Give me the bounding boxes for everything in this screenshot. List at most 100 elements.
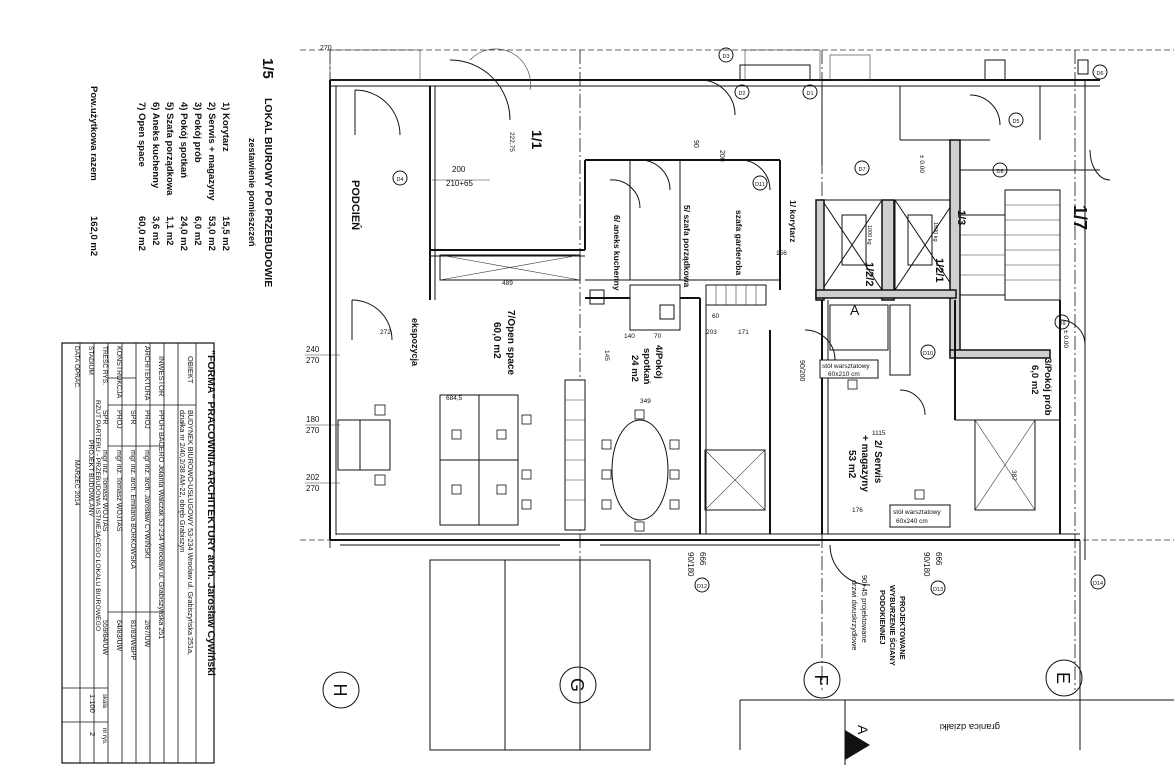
dim: 90/200 (798, 360, 805, 382)
legend-room-area: 60,0 m2 (136, 216, 147, 251)
investor-label: INWESTOR (157, 356, 166, 397)
door-tag: D11 (755, 182, 765, 188)
legend-room-name: 1) Korytarz (220, 102, 231, 152)
dim: 666 (698, 552, 707, 566)
legend-room-area: 3,6 m2 (150, 216, 161, 246)
room-label-meeting: 4/Pokój (653, 345, 664, 379)
room-label-test-room-area: 6,0 m2 (1029, 365, 1040, 395)
note-plot-boundary: granica działki (940, 721, 1000, 732)
note-doors-2: drzwi dwuskrzydłowe (850, 580, 859, 650)
axis-label-g: G (567, 678, 587, 692)
object-line1: BUDYNEK BIUROWO-USŁUGOWY 53-234 Wrocław … (186, 410, 195, 655)
workbench-1 (819, 359, 879, 379)
date-value: MARZEC 2014 (73, 460, 80, 506)
door-tag: D13 (933, 587, 943, 593)
legend-number: 1/5 (259, 58, 276, 79)
section-label: A (855, 725, 871, 735)
dim: 145 (603, 350, 610, 361)
role: SPR (129, 410, 136, 424)
walls (329, 49, 1100, 560)
door-tag: D6 (1096, 71, 1103, 77)
person: mgr inż. Tomasz WOJTAS (115, 450, 122, 532)
dimensions: 270 200 210+65 240 270 180 270 202 270 2… (305, 45, 1069, 577)
axis-label-f: F (811, 675, 831, 686)
note-lift-1: 1600 kg (932, 222, 938, 242)
content-value: RZUT PARTERU - PRZEBUDOWA ISTNIEJĄCEGO L… (94, 400, 101, 631)
sheet-label: nr rys. (101, 728, 107, 745)
sheet-value: 2 (88, 732, 97, 736)
door-tag: D5 (1012, 119, 1019, 125)
dim: 200 (718, 150, 725, 162)
door-tag: D7 (858, 167, 865, 173)
dim: 387 (1010, 470, 1017, 481)
dim: 270 (320, 45, 332, 52)
axis-circle-f (803, 661, 841, 699)
shelf-unit (564, 379, 586, 531)
legend-room-name: 2) Serwis + magazyny (206, 102, 217, 201)
kitchen-counter (629, 284, 681, 331)
room-label-meeting-2: spotkań (641, 348, 652, 385)
note-workbench-2: stół warsztatowy (893, 509, 941, 516)
dim: 684,5 (446, 395, 463, 402)
note-demolition-2: WYBURZENIE ŚCIANY (888, 585, 897, 666)
dim: 349 (640, 398, 651, 405)
room-label-szafa: 5/ szafa porządkowa (682, 205, 692, 287)
dim: 60 (712, 313, 720, 320)
room-label-aneks: 6/ aneks kuchenny (612, 215, 622, 291)
room-label-1-1: 1/1 (529, 130, 545, 150)
dim: 171 (738, 329, 749, 336)
workbench-2 (889, 504, 951, 528)
dim: 90 (692, 140, 699, 148)
date-label: DATA OPRAC. (73, 346, 80, 389)
door-tag: D14 (1093, 581, 1103, 587)
dim: ± 0.00 (918, 155, 925, 173)
license: 81/83/WBPP (129, 620, 136, 660)
object-line2: działka nr 2/40,2/38 AM-22, obręb Grabis… (178, 410, 187, 552)
legend-room-name: 4) Pokój spotkań (178, 102, 189, 178)
scale-value: 1:100 (88, 694, 97, 713)
dim: 270 (306, 426, 320, 435)
note-workbench-2-size: 60x240 cm (896, 518, 928, 525)
axis-label-h: H (330, 684, 350, 697)
legend-room-area: 1,1 m2 (164, 216, 175, 246)
legend-room-name: 6) Aneks kuchenny (150, 102, 161, 189)
role: PROJ (115, 410, 122, 429)
dim: 666 (934, 552, 943, 566)
dim: 203 (706, 329, 717, 336)
note-lift-2: 1000 kg (866, 225, 872, 245)
legend-room-name: 7) Open space (136, 102, 147, 167)
room-label-1-7: 1/7 (1070, 205, 1090, 230)
room-label-1-3: 1/3 (955, 210, 967, 225)
room-labels: 1/1 1/7 1/3 1/2/1 1/2/2 PODCIEŃ 1/ koryt… (349, 130, 1090, 492)
label-exhibition: ekspozycja (410, 318, 420, 367)
firm-name: "FORMA" PRACOWNIA ARCHITEKTURY arch. Jar… (205, 350, 217, 676)
dim: 240 (306, 345, 320, 354)
room-label-open-space: 7/Open space (505, 310, 516, 375)
dim: 200 (452, 165, 466, 174)
note-workbench-1-size: 60x210 cm (828, 371, 860, 378)
furniture (337, 59, 1089, 532)
legend-room-name: 5) Szafa porządkowa (164, 102, 175, 196)
dim: 272 (380, 329, 391, 336)
role: PROJ (143, 410, 150, 429)
meeting-table (611, 419, 669, 521)
license: 64/83/UW (115, 620, 122, 652)
room-label-service-area: 53 m2 (846, 450, 857, 479)
door-tag: D10 (923, 351, 933, 357)
dim: ± 0.00 (1062, 330, 1069, 348)
axis-circle-h (322, 671, 360, 709)
legend-room-area: 6,0 m2 (192, 216, 203, 246)
dim: 210+65 (446, 179, 473, 188)
legend-total-area: 162,0 m2 (88, 216, 99, 256)
construction-label: KONSTRUKCJA (115, 346, 122, 398)
room-label-service-2: + magazyny (859, 435, 870, 492)
room-label-podcien: PODCIEŃ (349, 180, 362, 230)
exterior-parking (429, 540, 1174, 751)
legend-room-name: 3) Pokój prób (192, 102, 203, 163)
room-label-service: 2/ Serwis (872, 440, 883, 484)
dim: 156 (776, 250, 787, 257)
room-label-1-2-1: 1/2/1 (933, 258, 945, 282)
dim: 140 (624, 333, 635, 340)
content-label: TREŚĆ RYS. (101, 346, 110, 385)
